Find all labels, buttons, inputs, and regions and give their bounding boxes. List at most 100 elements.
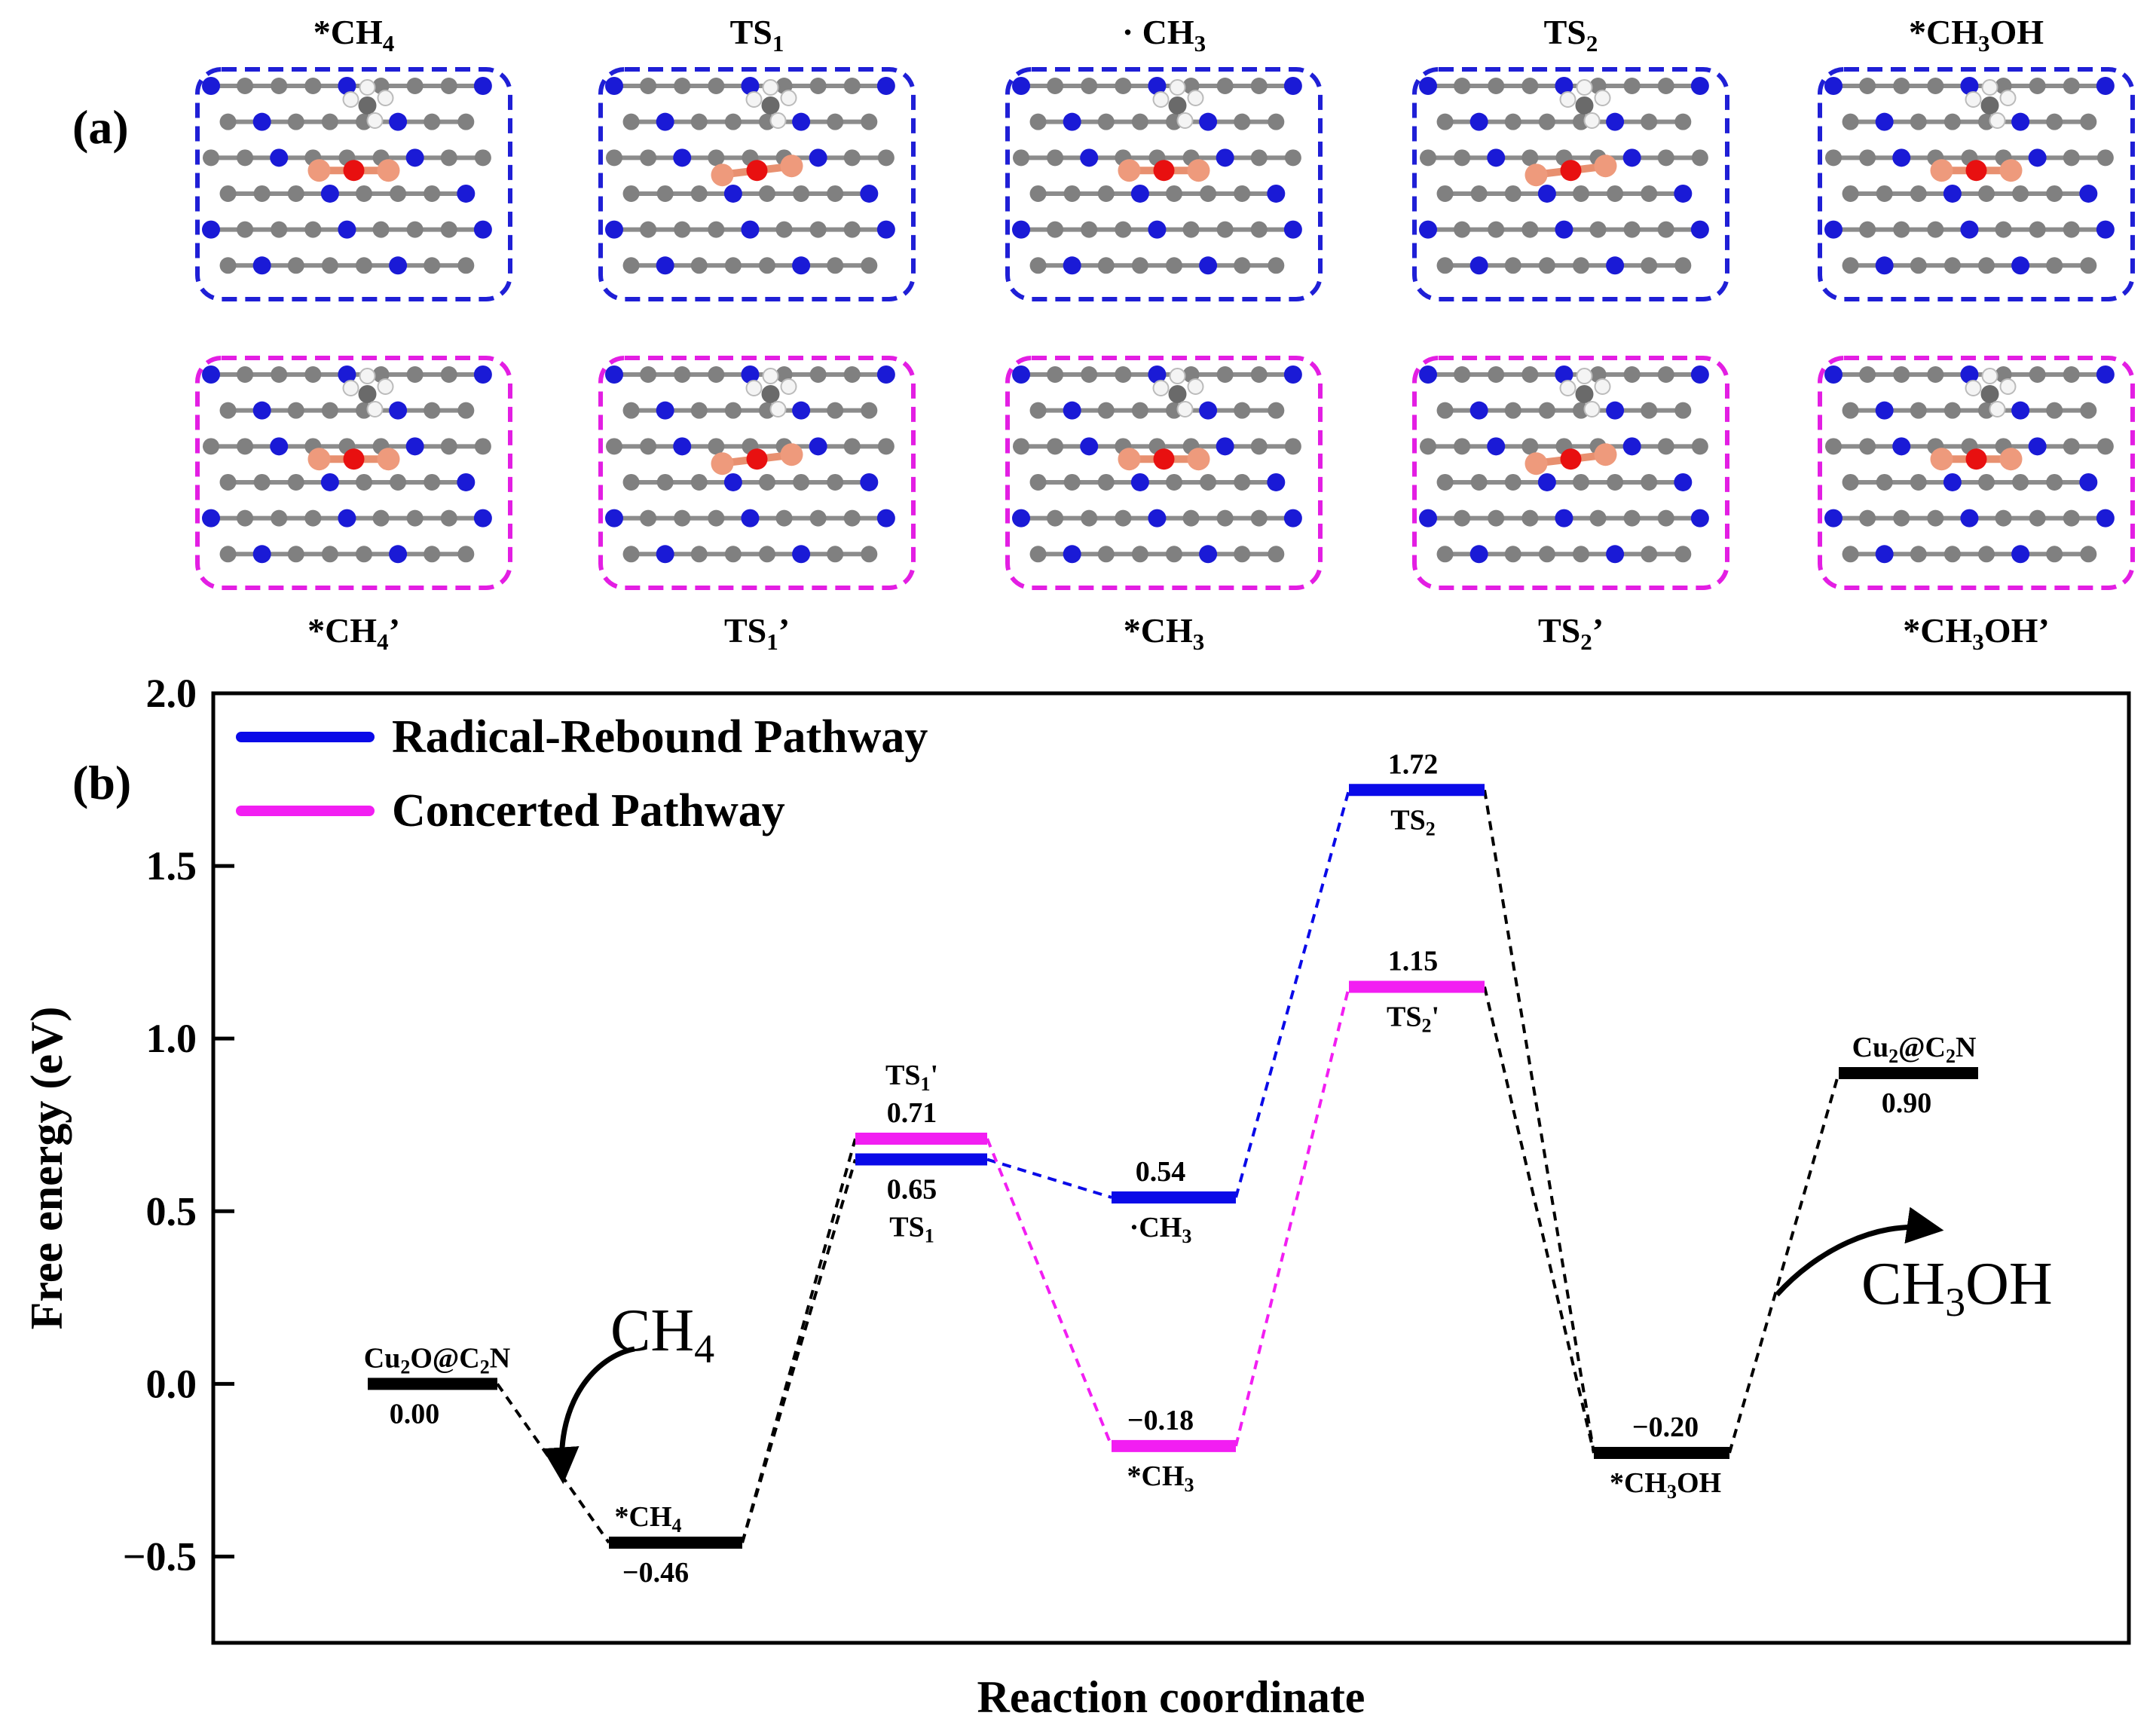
copper-atom — [711, 452, 734, 476]
nitrogen-atom — [2011, 401, 2030, 420]
nitrogen-atom — [252, 545, 271, 564]
hydrogen-atom — [1981, 79, 1999, 96]
nitrogen-atom — [1606, 112, 1625, 131]
carbon-atom — [758, 257, 775, 274]
hydrogen-atom — [769, 401, 787, 417]
nitrogen-atom — [389, 545, 408, 564]
carbon-atom — [843, 509, 861, 527]
nitrogen-atom — [876, 220, 895, 239]
carbon-atom — [1081, 509, 1098, 527]
carbon-atom — [271, 509, 288, 527]
carbon-atom — [708, 78, 725, 94]
structure-panel: *CH3 — [1005, 356, 1323, 655]
nitrogen-atom — [1419, 77, 1437, 95]
nitrogen-atom — [605, 77, 623, 95]
carbon-atom — [1047, 509, 1064, 527]
hydrogen-atom — [1559, 380, 1576, 396]
carbon-atom — [1910, 185, 1927, 202]
carbon-atom — [827, 402, 844, 419]
carbon-atom — [1521, 438, 1539, 455]
carbon-atom — [1842, 257, 1859, 274]
nitrogen-atom — [473, 365, 492, 384]
copper-atom — [1118, 159, 1141, 182]
hydrogen-atom — [1152, 91, 1170, 108]
carbon-atom — [1097, 473, 1115, 491]
carbon-atom — [1488, 366, 1505, 383]
structure-panel: TS2’ — [1412, 356, 1729, 655]
nitrogen-atom — [741, 77, 760, 95]
carbon-atom — [1115, 78, 1132, 94]
carbon-atom — [1029, 546, 1047, 563]
carbon-atom — [406, 509, 424, 527]
nitrogen-atom — [1012, 365, 1030, 384]
carbon-atom — [1115, 221, 1132, 238]
carbon-atom — [843, 149, 861, 167]
energy-value-ch3r: 0.54 — [1136, 1156, 1186, 1188]
carbon-atom — [1504, 257, 1521, 274]
legend-label-radical: Radical-Rebound Pathway — [392, 711, 928, 763]
carbon-atom — [1115, 366, 1132, 383]
carbon-atom — [2046, 113, 2063, 130]
carbon-atom — [2080, 402, 2097, 419]
structure-panel: *CH3OH’ — [1818, 356, 2135, 655]
carbon-atom — [321, 257, 338, 274]
carbon-atom — [2080, 113, 2097, 130]
carbon-atom — [237, 366, 254, 383]
carbon-atom — [861, 402, 878, 419]
hydrogen-atom — [745, 91, 763, 108]
carbon-atom — [1488, 78, 1505, 94]
nitrogen-atom — [338, 509, 356, 528]
carbon-atom — [1115, 509, 1132, 527]
carbon-atom — [1589, 221, 1607, 238]
nitrogen-atom — [1216, 148, 1234, 167]
nitrogen-atom — [723, 184, 742, 203]
copper-atom — [307, 159, 331, 182]
carbon-atom — [1097, 113, 1115, 130]
carbon-atom — [656, 185, 674, 202]
nitrogen-atom — [656, 401, 674, 420]
carbon-atom — [1521, 149, 1539, 167]
carbon-atom — [690, 402, 708, 419]
nitrogen-atom — [876, 77, 895, 95]
oxygen-atom — [1965, 160, 1987, 182]
structure-model — [1012, 365, 1302, 564]
nitrogen-atom — [1487, 148, 1506, 167]
connection-line — [496, 1383, 610, 1544]
nitrogen-atom — [1148, 509, 1167, 528]
carbon-atom — [1013, 149, 1029, 167]
carbon-atom — [457, 257, 475, 274]
carbon-atom — [287, 257, 304, 274]
hydrogen-atom — [359, 368, 376, 384]
structure-frame — [1005, 356, 1323, 590]
carbon-atom — [1910, 473, 1927, 491]
structure-frame — [598, 356, 916, 590]
nitrogen-atom — [860, 184, 879, 203]
hydrogen-atom — [377, 378, 394, 395]
nitrogen-atom — [1487, 437, 1506, 456]
carbon-atom — [1538, 113, 1555, 130]
y-tick-label: −0.5 — [123, 1534, 197, 1579]
carbon-atom — [2029, 509, 2046, 527]
state-label-ch4: *CH4 — [615, 1501, 682, 1537]
carbon-atom — [724, 402, 742, 419]
carbon-atom — [1641, 113, 1658, 130]
hydrogen-atom — [1576, 79, 1593, 96]
connection-line — [1234, 986, 1350, 1447]
carbon-atom — [1910, 113, 1927, 130]
nitrogen-atom — [1943, 473, 1962, 491]
carbon-atom — [1859, 509, 1876, 527]
carbon-atom — [724, 257, 742, 274]
carbon-atom — [1029, 257, 1047, 274]
carbon-atom — [861, 546, 878, 563]
nitrogen-atom — [1875, 545, 1894, 564]
nitrogen-atom — [605, 220, 623, 239]
nitrogen-atom — [1622, 437, 1641, 456]
carbon-atom — [1234, 257, 1251, 274]
copper-atom — [1187, 159, 1210, 182]
carbon-atom — [1216, 509, 1234, 527]
carbon-atom — [1250, 221, 1268, 238]
nitrogen-atom — [1080, 148, 1099, 167]
ch4-annotation: CH4 — [542, 1298, 714, 1485]
carbon-atom — [1893, 221, 1910, 238]
